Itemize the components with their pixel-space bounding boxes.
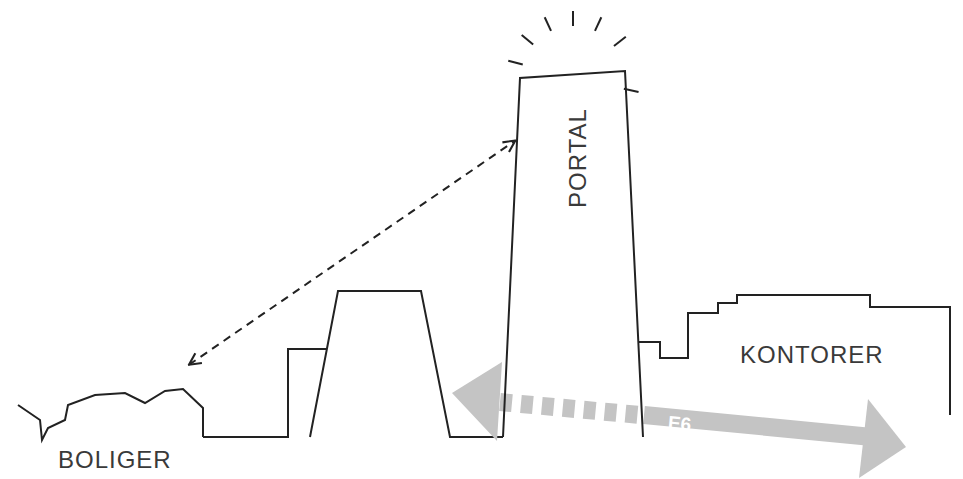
- road-arrow: [452, 362, 906, 478]
- road-arrow-head: [859, 399, 906, 478]
- building-outline: [503, 71, 643, 437]
- glow-ray: [595, 17, 601, 31]
- road-arrow-dashed: [500, 402, 640, 415]
- glow-ray: [522, 35, 533, 45]
- glow-ray: [614, 37, 626, 46]
- glow-ray: [572, 11, 574, 26]
- glow-ray: [508, 61, 522, 65]
- skyline-line: [203, 291, 503, 437]
- housing-block: BOLIGER: [18, 360, 208, 479]
- building-label: PORTAL: [564, 88, 592, 228]
- glow-ray: [545, 17, 551, 31]
- building-outline: [638, 295, 950, 415]
- portal-tower: PORTAL: [503, 71, 648, 437]
- road-arrow-head: [452, 362, 502, 441]
- building-outline: [18, 389, 203, 440]
- building-label: KONTORER: [740, 341, 884, 369]
- glow-rays: [508, 11, 638, 92]
- sightline-arrow: [189, 141, 515, 365]
- road-name: E6: [667, 412, 692, 436]
- building-label: BOLIGER: [58, 446, 172, 474]
